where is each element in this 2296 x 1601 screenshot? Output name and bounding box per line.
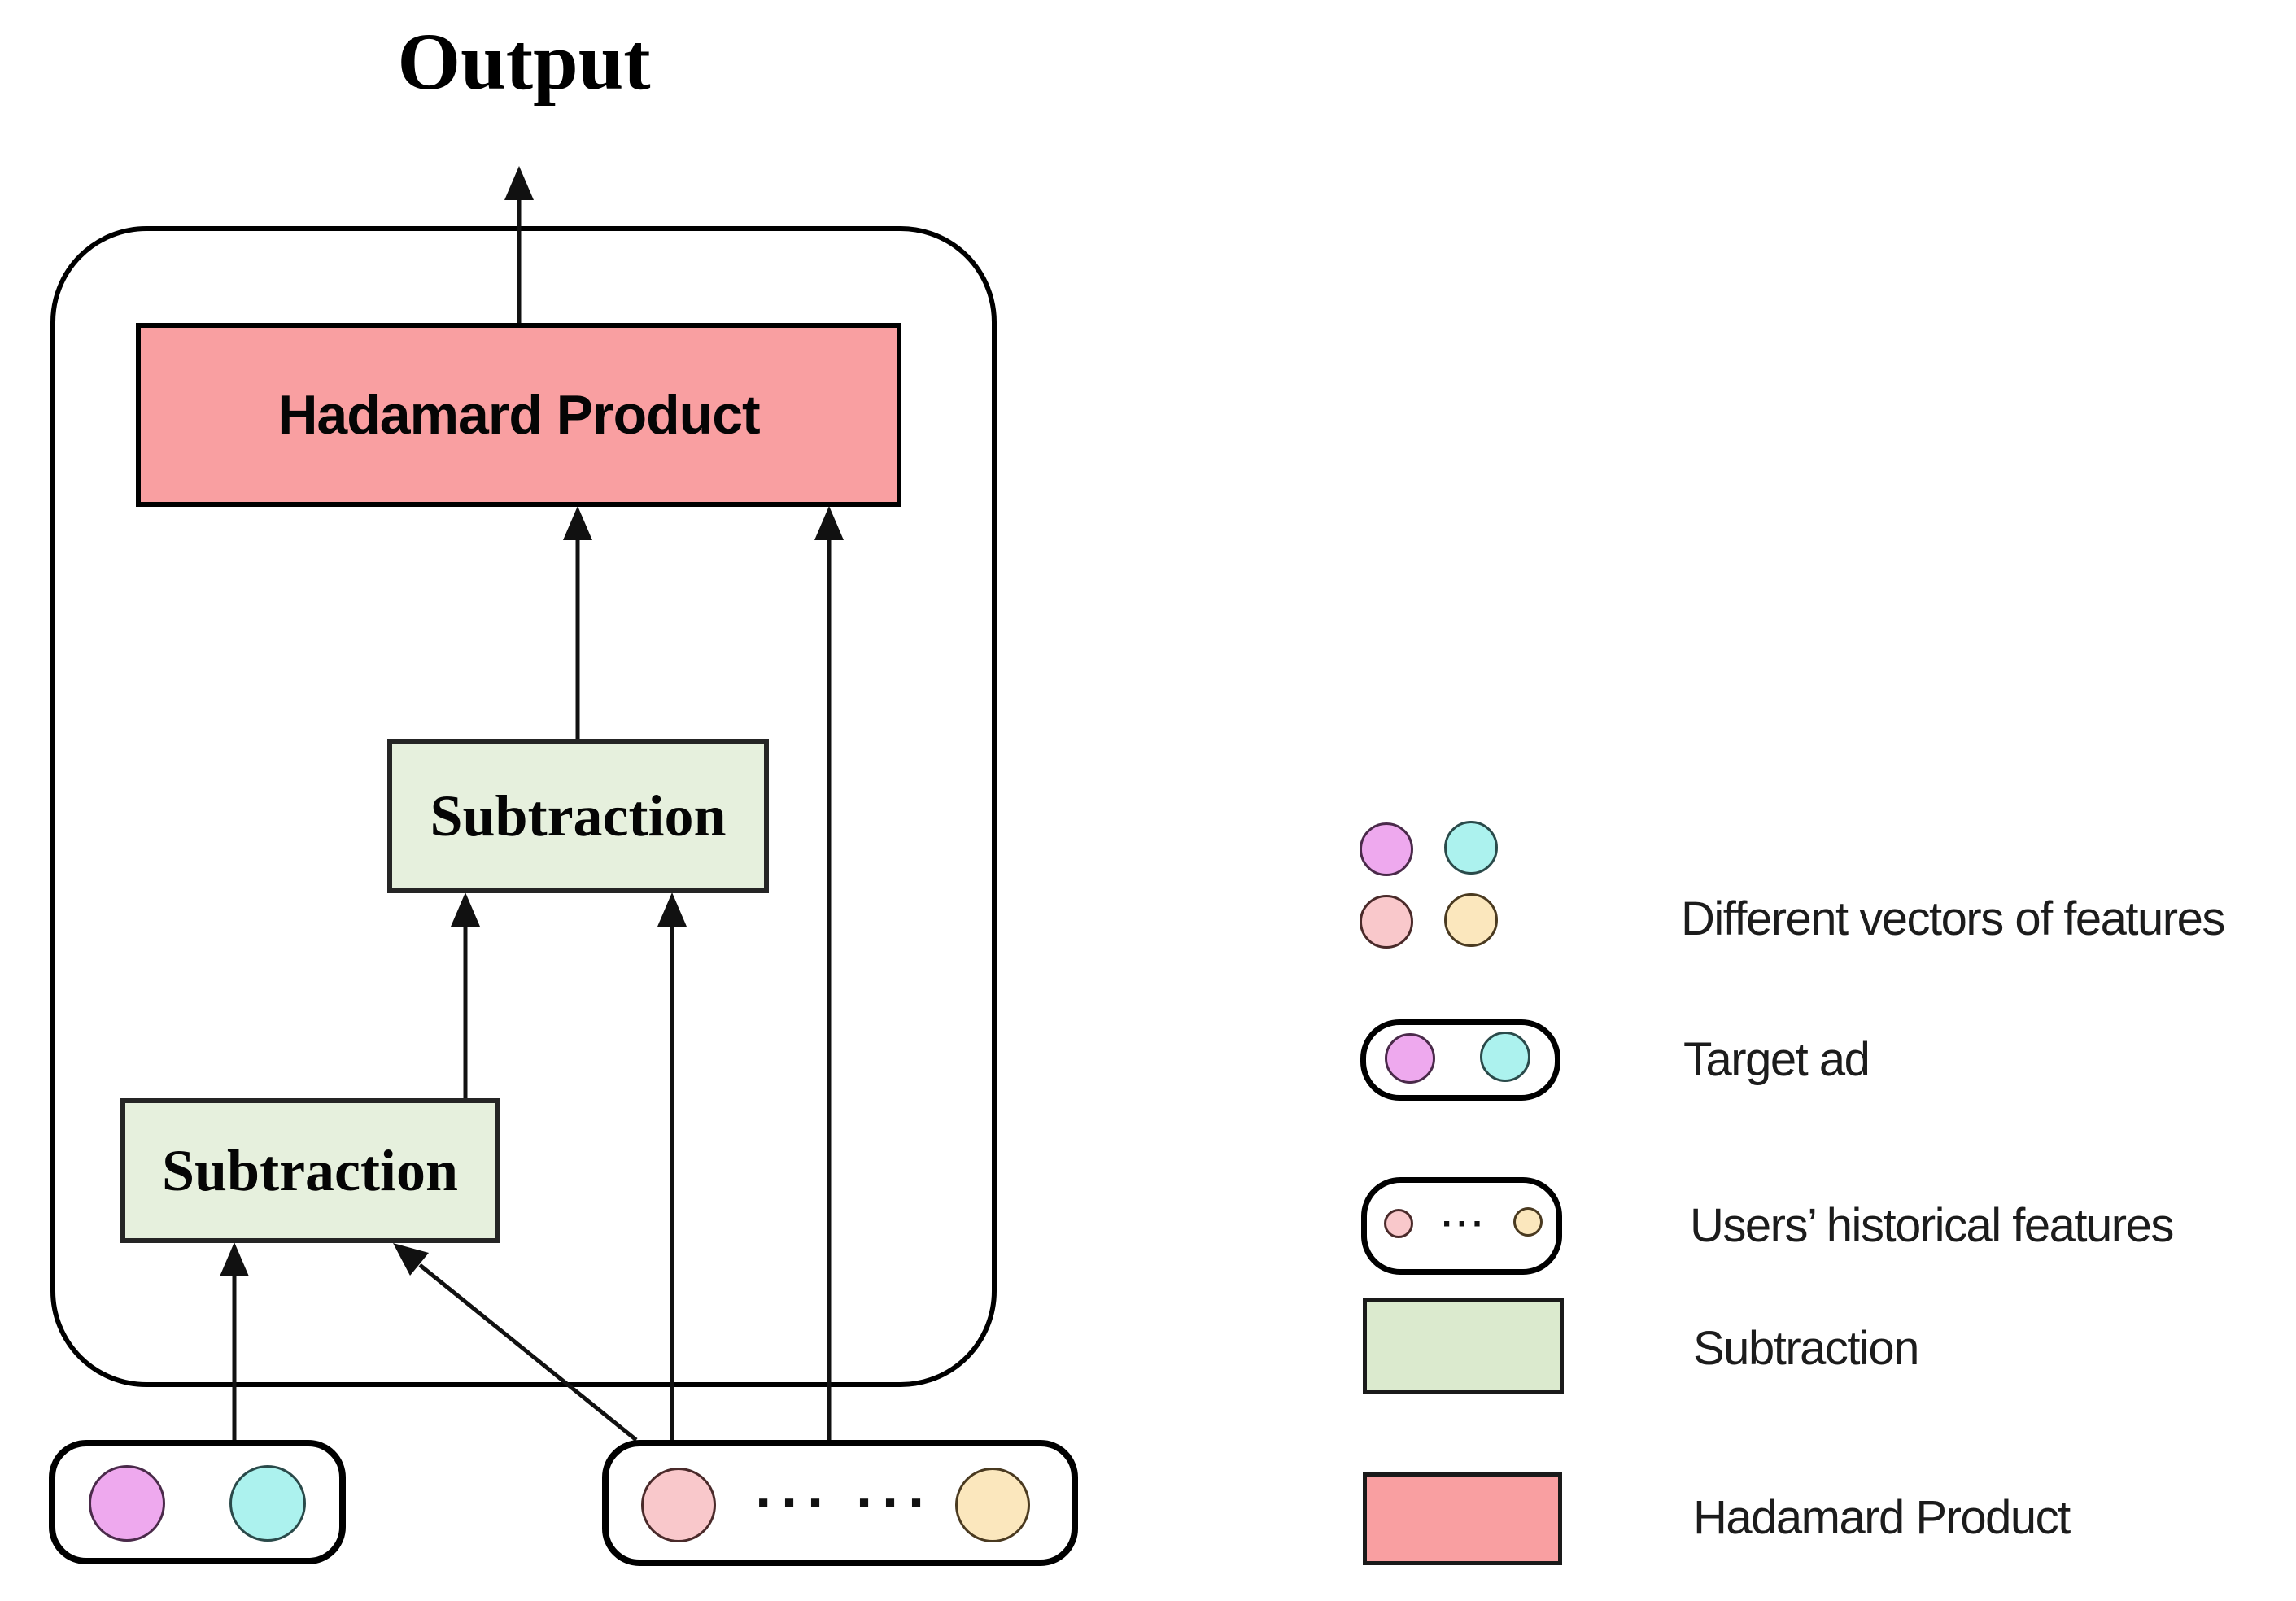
historical-features-pill: ··· ··· [602,1440,1078,1566]
legend-label-different-vectors: Different vectors of features [1681,892,2225,945]
hadamard-product-box: Hadamard Product [136,323,901,507]
target-ad-cyan-feature-circle [229,1465,306,1542]
subtraction-lower-box: Subtraction [120,1098,500,1243]
legend-pink-circle [1360,895,1413,949]
subtraction-upper-box: Subtraction [387,739,769,893]
subtraction-upper-label: Subtraction [430,783,727,848]
target-ad-pill [49,1440,346,1564]
legend-label-historical-features: Users’ historical features [1690,1199,2174,1252]
subtraction-lower-label: Subtraction [161,1137,459,1203]
legend-subtraction-swatch [1363,1298,1564,1394]
legend-historical-ellipsis-dots: ··· [1442,1204,1487,1244]
legend-hadamard-swatch [1363,1472,1562,1565]
legend-label-subtraction: Subtraction [1693,1322,1919,1375]
legend-purple-circle [1360,822,1413,876]
hadamard-product-label: Hadamard Product [277,384,760,446]
legend-target-ad-cyan-circle [1480,1032,1530,1082]
legend-historical-cream-circle [1513,1207,1543,1237]
legend-historical-pink-circle [1384,1209,1413,1238]
legend-cream-circle [1444,893,1498,947]
legend-label-hadamard-product: Hadamard Product [1693,1491,2071,1544]
target-ad-purple-feature-circle [89,1465,165,1542]
historical-cream-feature-circle [955,1468,1030,1542]
legend-cyan-circle [1444,821,1498,875]
historical-ellipsis-dots: ··· ··· [755,1470,934,1536]
legend-target-ad-purple-circle [1385,1033,1435,1084]
historical-pink-feature-circle [641,1468,716,1542]
output-label: Output [397,16,651,107]
legend-label-target-ad: Target ad [1683,1033,1870,1086]
